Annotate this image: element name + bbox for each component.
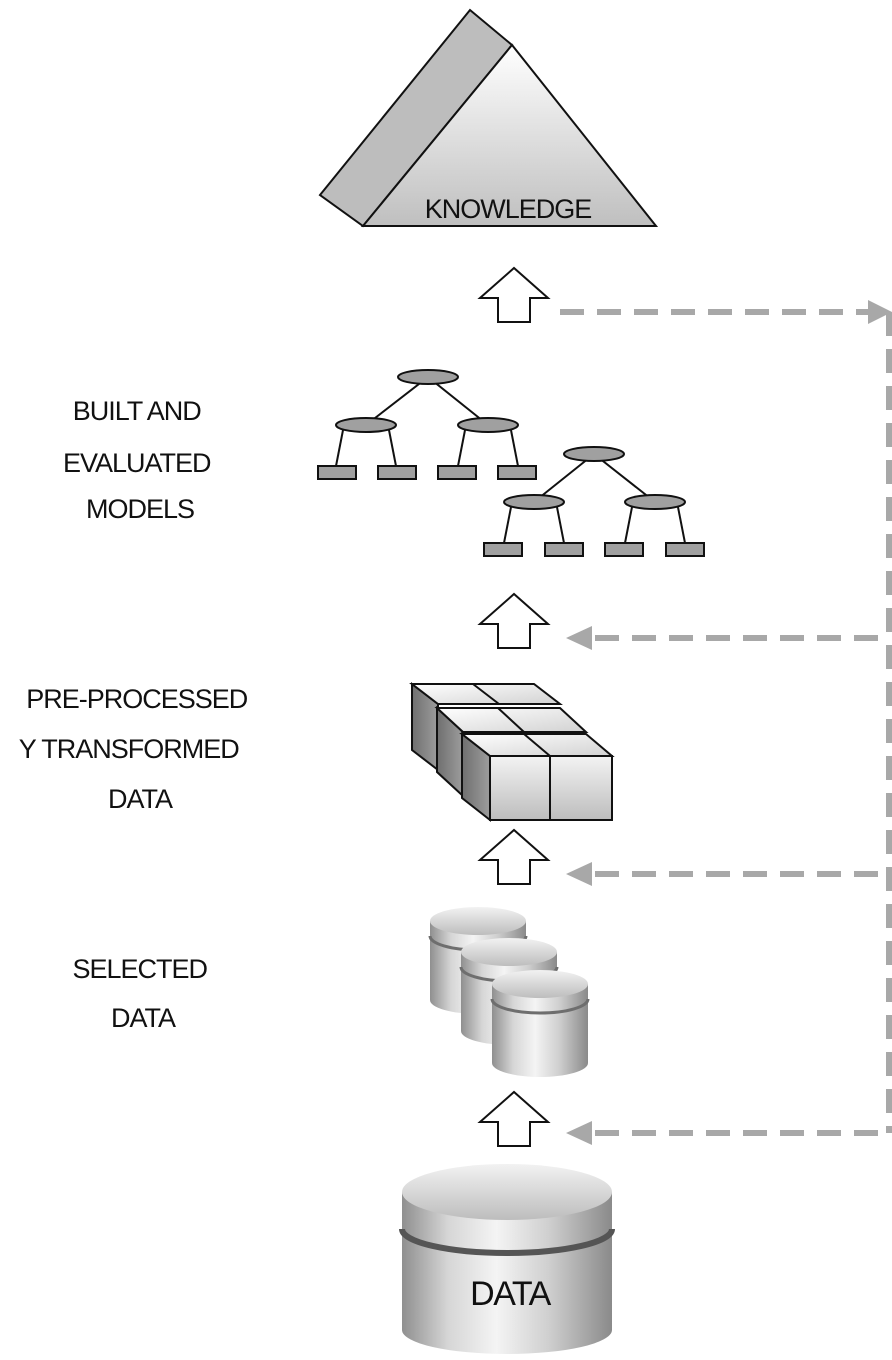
decision-tree-icon xyxy=(317,369,537,480)
data-label: DATA xyxy=(470,1275,551,1313)
feedback-loop xyxy=(560,309,892,1136)
knowledge-pyramid: KNOWLEDGE xyxy=(318,8,659,228)
knowledge-label: KNOWLEDGE xyxy=(425,194,592,224)
up-arrow-icon xyxy=(477,1090,551,1147)
models-label: BUILT AND EVALUATED MODELS xyxy=(63,396,217,524)
feedback-arrowheads xyxy=(566,300,892,1145)
up-arrow-icon xyxy=(477,592,551,649)
data-cube-icon xyxy=(409,681,615,823)
arrowhead-left-icon xyxy=(566,626,592,650)
up-arrow-icon xyxy=(477,828,551,885)
up-arrow-icon xyxy=(477,266,551,323)
arrowhead-left-icon xyxy=(566,862,592,886)
decision-tree-icon xyxy=(483,446,705,557)
arrowhead-right-icon xyxy=(868,300,892,324)
arrowhead-left-icon xyxy=(566,1121,592,1145)
transformed-label: PRE-PROCESSED Y TRANSFORMED DATA xyxy=(19,684,254,814)
data-database-icon: DATA xyxy=(399,1164,615,1354)
pyramid-front-face xyxy=(360,43,659,227)
selected-label: SELECTED DATA xyxy=(72,954,213,1033)
database-icon xyxy=(490,970,590,1077)
